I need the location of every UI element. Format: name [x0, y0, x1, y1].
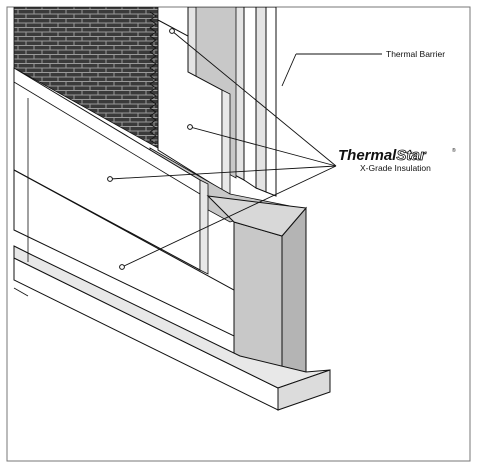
foundation-sill-top [13, 245, 331, 389]
insulation-board-upper-side [221, 89, 231, 195]
stud-front-strip [243, 7, 257, 189]
svg-text:ThermalStar: ThermalStar [338, 147, 427, 164]
leader-markers [107, 28, 193, 270]
marker-lower [119, 264, 125, 270]
label-product-line: X-Grade Insulation [360, 163, 431, 173]
marker-upper [169, 28, 175, 34]
brick-edge [149, 11, 157, 145]
concrete-column-side [281, 206, 307, 391]
thermal-barrier-board [265, 7, 277, 197]
brand-part2: Star [396, 147, 426, 164]
marker-left [107, 176, 113, 182]
leader-lines [109, 30, 382, 268]
wall-base-line [13, 287, 29, 297]
concrete-column-top [206, 195, 307, 237]
foundation-sill-side [277, 369, 331, 411]
brand-logo: ThermalStar ® [338, 147, 456, 165]
insulation-board-edge [199, 179, 209, 275]
brand-part1: Thermal [338, 147, 397, 164]
brand-mark: ® [452, 147, 456, 154]
stud-inner-strip [255, 7, 267, 193]
marker-middle [187, 124, 193, 130]
label-thermal-barrier: Thermal Barrier [386, 49, 445, 59]
